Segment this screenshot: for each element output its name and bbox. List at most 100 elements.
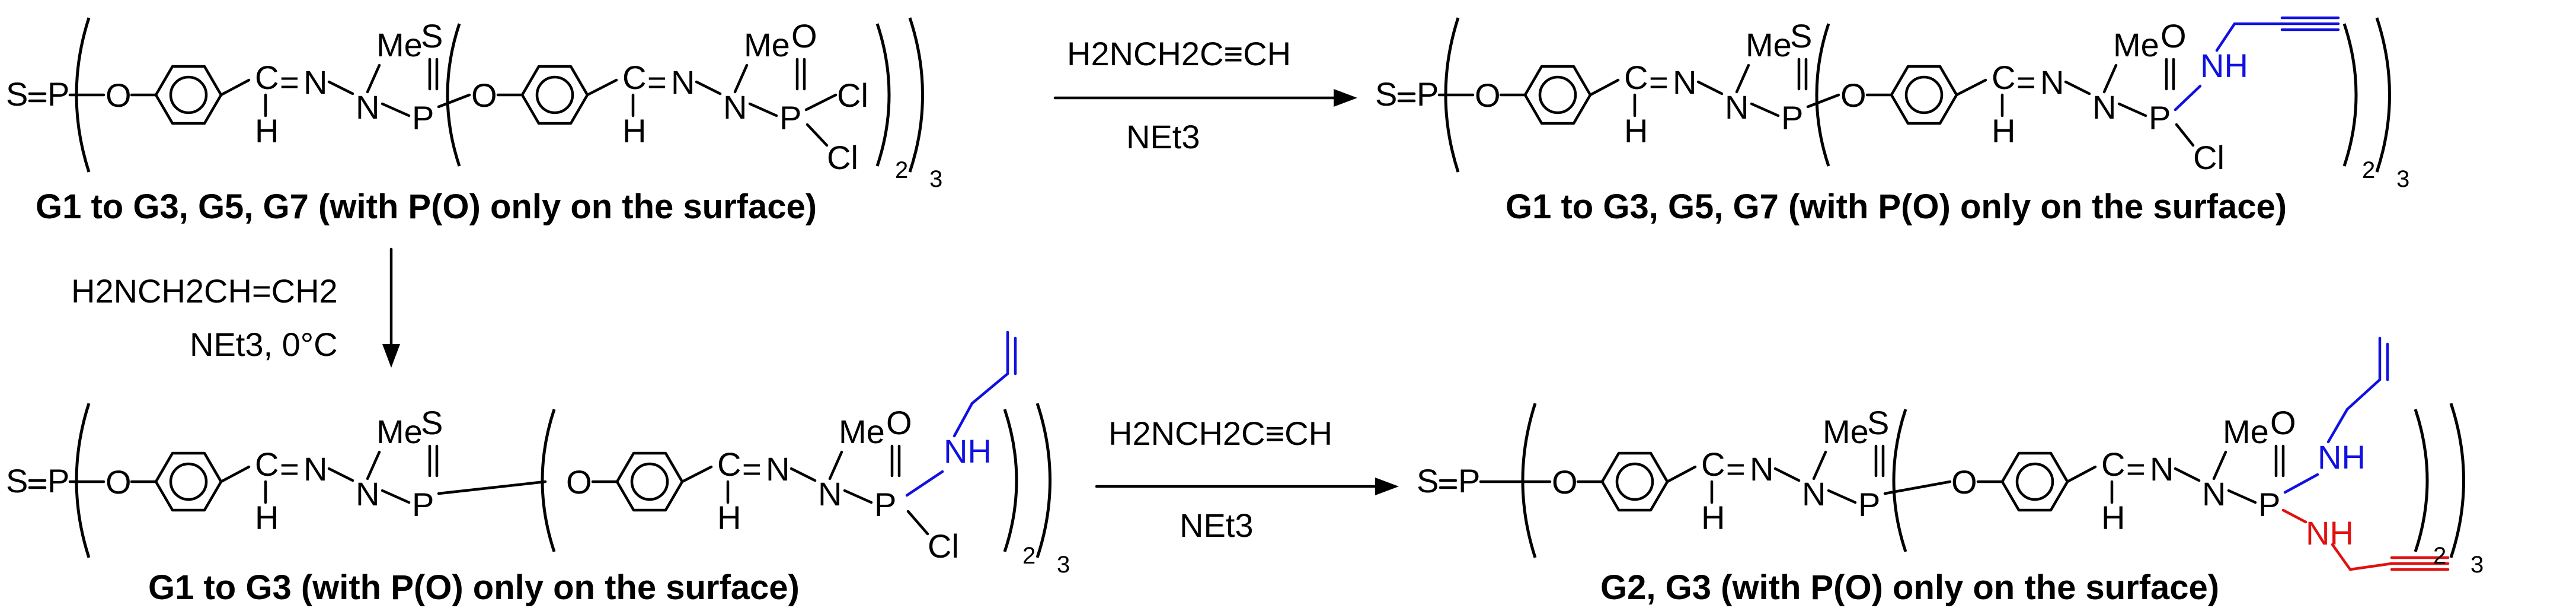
arrow-3: H2NCH2C≡CH NEt3	[1095, 415, 1399, 544]
atom-S: S	[1790, 17, 1812, 55]
subscript-2: 2	[895, 157, 908, 183]
atom-H: H	[255, 112, 279, 149]
atom-C: C	[2101, 445, 2125, 483]
double-bond: =	[280, 63, 299, 101]
arrow-1: H2NCH2C≡CH NEt3	[1053, 35, 1357, 155]
atom-P: P	[874, 486, 896, 523]
structure-4: S P O C H = N N Me P S O C H = N N	[1417, 336, 2484, 578]
atom-S: S	[421, 17, 443, 55]
double-bond: =	[1649, 63, 1669, 101]
atom-O: O	[106, 77, 132, 114]
atom-O: O	[1552, 463, 1578, 501]
allyl-NH: NH	[944, 432, 992, 470]
caption-structure-3: G1 to G3 (with P(O) only on the surface)	[148, 568, 800, 607]
atom-H: H	[1701, 499, 1725, 536]
atom-O: O	[1951, 463, 1977, 501]
double-bond: =	[742, 450, 762, 488]
atom-N: N	[303, 63, 327, 101]
atom-H: H	[717, 499, 741, 536]
atom-P: P	[1458, 462, 1480, 499]
atom-P: P	[2258, 486, 2280, 523]
atom-H: H	[2101, 499, 2125, 536]
allyl-NH: NH	[2318, 438, 2366, 476]
atom-P: P	[47, 75, 69, 113]
atom-N: N	[1673, 63, 1696, 101]
subscript-2: 2	[2362, 157, 2375, 183]
structure-3: S P O C H = N N Me P S O C H = N N	[6, 330, 1070, 578]
caption-structure-4: G2, G3 (with P(O) only on the surface)	[1600, 568, 2219, 607]
atom-N: N	[356, 88, 379, 126]
atom-N: N	[303, 450, 327, 488]
atom-O: O	[106, 463, 132, 501]
atom-O: O	[566, 463, 592, 501]
atom-N: N	[2040, 63, 2064, 101]
structure-1: S P O C H = N N Me P S O C H = N N	[6, 17, 942, 192]
atom-H: H	[1992, 112, 2015, 149]
subscript-2: 2	[2433, 543, 2446, 569]
subscript-3: 3	[2396, 166, 2409, 192]
atom-P: P	[779, 99, 801, 136]
atom-P: P	[2149, 99, 2171, 136]
reagent-1-bottom: NEt3	[1126, 118, 1200, 155]
methyl: Me	[744, 26, 790, 63]
atom-S: S	[6, 462, 28, 499]
atom-S: S	[1867, 404, 1889, 441]
double-bond: =	[2016, 63, 2036, 101]
methyl: Me	[376, 413, 423, 450]
atom-Cl: Cl	[837, 77, 868, 114]
reagent-1-top: H2NCH2C≡CH	[1067, 35, 1291, 72]
atom-N: N	[766, 450, 790, 488]
methyl: Me	[2113, 26, 2159, 63]
methyl: Me	[1746, 26, 1792, 63]
atom-O: O	[1840, 77, 1867, 114]
atom-H: H	[1624, 112, 1648, 149]
atom-O: O	[2270, 404, 2296, 441]
atom-H: H	[255, 499, 279, 536]
double-bond: =	[280, 450, 299, 488]
atom-S: S	[6, 75, 28, 113]
structure-2: S P O C H = N N Me P S O C H = N N	[1375, 16, 2409, 192]
reagent-2-bottom: NEt3, 0°C	[190, 326, 338, 363]
reagent-2-top: H2NCH2CH=CH2	[71, 272, 338, 310]
double-bond: =	[647, 63, 667, 101]
atom-S: S	[1375, 75, 1397, 113]
atom-N: N	[1725, 88, 1749, 126]
atom-P: P	[412, 99, 434, 136]
atom-S: S	[421, 404, 443, 441]
methyl: Me	[376, 26, 423, 63]
paren-open-inner	[446, 23, 461, 167]
atom-Cl: Cl	[827, 139, 858, 176]
paren-close-outer	[908, 17, 924, 173]
atom-P: P	[412, 486, 434, 523]
atom-N: N	[2202, 475, 2226, 513]
atom-C: C	[1624, 59, 1648, 96]
atom-C: C	[255, 59, 279, 96]
subscript-3: 3	[2470, 552, 2484, 578]
atom-N: N	[671, 63, 695, 101]
atom-O: O	[886, 404, 912, 441]
atom-H: H	[622, 112, 646, 149]
double-bond: =	[1726, 450, 1746, 488]
atom-N: N	[2092, 88, 2116, 126]
atom-P: P	[1781, 99, 1803, 136]
atom-N: N	[1802, 475, 1826, 513]
atom-N: N	[723, 88, 747, 126]
caption-structure-2: G1 to G3, G5, G7 (with P(O) only on the …	[1506, 187, 2287, 226]
atom-N: N	[2150, 450, 2174, 488]
atom-C: C	[255, 445, 279, 483]
atom-P: P	[1858, 486, 1880, 523]
atom-O: O	[471, 77, 497, 114]
reagent-3-bottom: NEt3	[1180, 507, 1254, 544]
methyl: Me	[1823, 413, 1869, 450]
atom-P: P	[47, 462, 69, 499]
atom-O: O	[2160, 17, 2187, 55]
subscript-3: 3	[929, 166, 942, 192]
atom-N: N	[818, 475, 842, 513]
propargyl-NH: NH	[2200, 47, 2248, 84]
atom-N: N	[1750, 450, 1773, 488]
reagent-3-top: H2NCH2C≡CH	[1108, 415, 1332, 452]
subscript-2: 2	[1022, 543, 1035, 569]
atom-C: C	[1992, 59, 2015, 96]
atom-O: O	[1475, 77, 1501, 114]
